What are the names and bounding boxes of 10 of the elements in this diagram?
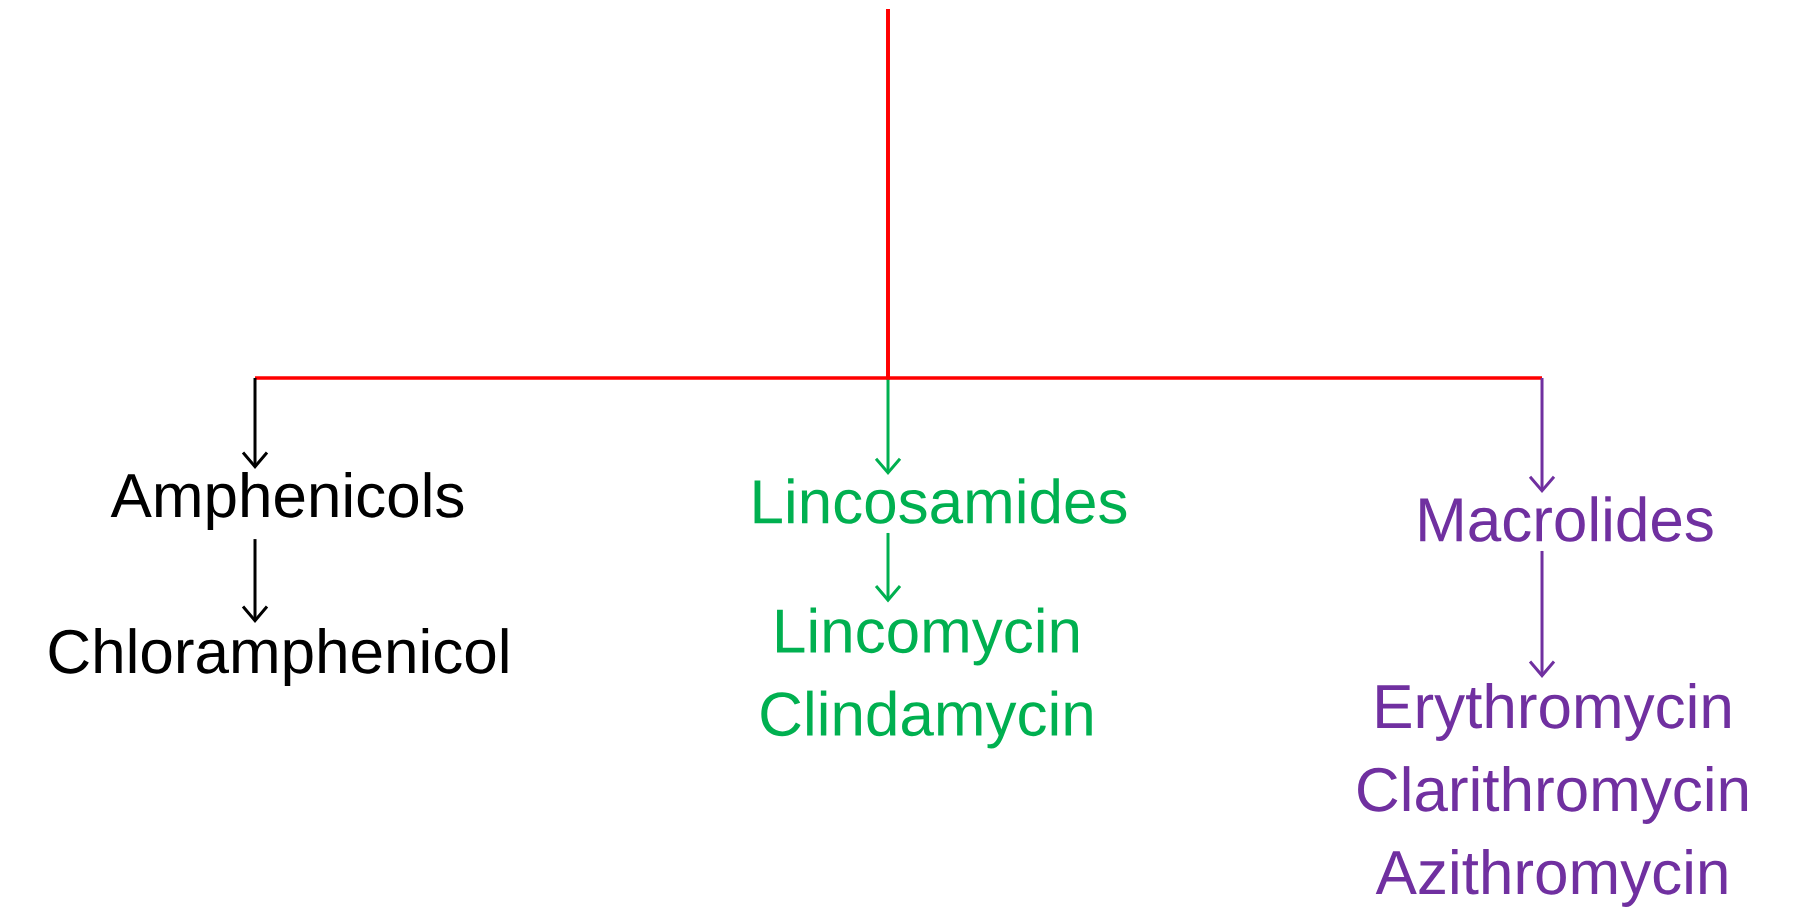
class-label: Erythromycin Clarithromycin Azithromycin — [1358, 683, 1747, 907]
class-label: Macrolides — [1420, 496, 1713, 542]
arrow — [1528, 550, 1556, 678]
class-label: Lincosamides — [754, 478, 1127, 524]
arrow — [241, 539, 269, 623]
branch-arrow — [886, 9, 1556, 494]
class-label: Amphenicols — [110, 472, 464, 530]
class-label: Chloramphenicol — [49, 628, 508, 686]
arrow — [874, 532, 902, 603]
class-label: Lincomycin Clindamycin — [761, 607, 1092, 749]
